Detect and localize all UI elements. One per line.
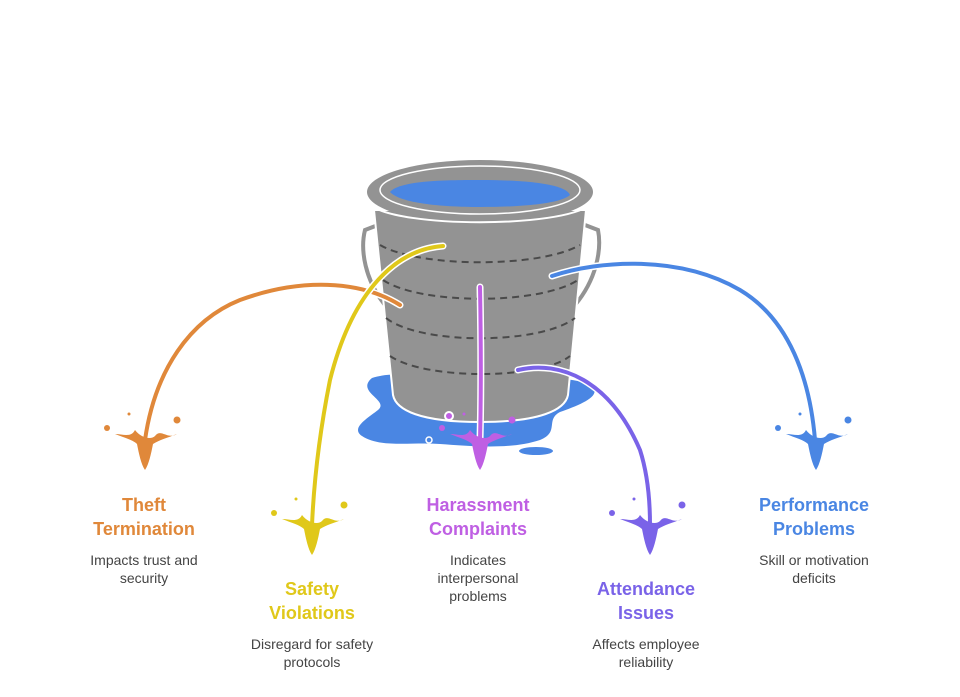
splash-droplet bbox=[173, 416, 181, 424]
desc-line: Indicates bbox=[449, 552, 507, 568]
splash-droplet bbox=[439, 425, 445, 431]
title-line: Attendance bbox=[596, 579, 695, 599]
splash-droplet bbox=[127, 412, 131, 416]
water-droplet bbox=[519, 447, 553, 455]
splash-droplet bbox=[508, 416, 516, 424]
splash-shape bbox=[282, 515, 344, 555]
splash-shape bbox=[450, 430, 512, 470]
bucket-handle-right bbox=[573, 223, 602, 307]
splash-droplet bbox=[678, 501, 686, 509]
desc-line: Affects employee bbox=[592, 636, 700, 652]
desc-line: deficits bbox=[792, 570, 836, 586]
leak-stream-harassment bbox=[478, 285, 483, 442]
splash-droplet bbox=[844, 416, 852, 424]
item-description: Impacts trust and security bbox=[59, 551, 229, 587]
title-line: Harassment bbox=[426, 495, 530, 515]
leak-hole bbox=[444, 411, 454, 421]
splash-droplet bbox=[609, 510, 615, 516]
title-line: Performance bbox=[758, 495, 870, 515]
leak-stream-safety bbox=[310, 244, 445, 527]
splash-performance bbox=[775, 412, 852, 470]
stream-outline bbox=[548, 260, 819, 444]
desc-line: problems bbox=[449, 588, 507, 604]
item-description: Disregard for safety protocols bbox=[227, 635, 397, 671]
desc-line: interpersonal bbox=[437, 570, 519, 586]
splash-shape bbox=[620, 515, 682, 555]
splash-droplet bbox=[294, 497, 298, 501]
splash-shape bbox=[115, 430, 177, 470]
desc-line: reliability bbox=[618, 654, 674, 670]
water-droplet bbox=[425, 436, 433, 444]
desc-line: Skill or motivation bbox=[759, 552, 869, 568]
splash-droplet bbox=[775, 425, 781, 431]
item-description: Skill or motivation deficits bbox=[729, 551, 899, 587]
splash-droplet bbox=[340, 501, 348, 509]
item-description: Indicates interpersonal problems bbox=[393, 551, 563, 605]
splash-attendance bbox=[609, 497, 686, 555]
desc-line: security bbox=[119, 570, 169, 586]
splash-droplet bbox=[632, 497, 636, 501]
splash-harassment bbox=[439, 412, 516, 470]
title-line: Complaints bbox=[428, 519, 527, 539]
item-description: Affects employee reliability bbox=[561, 635, 731, 671]
title-line: Safety bbox=[284, 579, 340, 599]
title-line: Issues bbox=[617, 603, 675, 623]
bucket-rim-inner bbox=[379, 165, 581, 215]
leak-stream-theft bbox=[143, 282, 402, 442]
splash-droplet bbox=[104, 425, 110, 431]
desc-line: protocols bbox=[283, 654, 341, 670]
title-line: Problems bbox=[772, 519, 856, 539]
desc-line: Impacts trust and bbox=[90, 552, 198, 568]
title-line: Violations bbox=[269, 603, 355, 623]
title-line: Termination bbox=[93, 519, 195, 539]
splash-theft bbox=[104, 412, 181, 470]
splash-shape bbox=[786, 430, 848, 470]
water-surface bbox=[390, 180, 570, 207]
splash-droplet bbox=[462, 412, 466, 416]
splash-droplet bbox=[271, 510, 277, 516]
bucket-rim-lower-edge bbox=[369, 204, 591, 224]
leak-stream-attendance bbox=[516, 365, 652, 527]
desc-line: Disregard for safety bbox=[250, 636, 374, 652]
title-line: Theft bbox=[122, 495, 166, 515]
splash-safety bbox=[271, 497, 348, 555]
leak-stream-performance bbox=[550, 261, 817, 442]
splash-droplet bbox=[798, 412, 802, 416]
